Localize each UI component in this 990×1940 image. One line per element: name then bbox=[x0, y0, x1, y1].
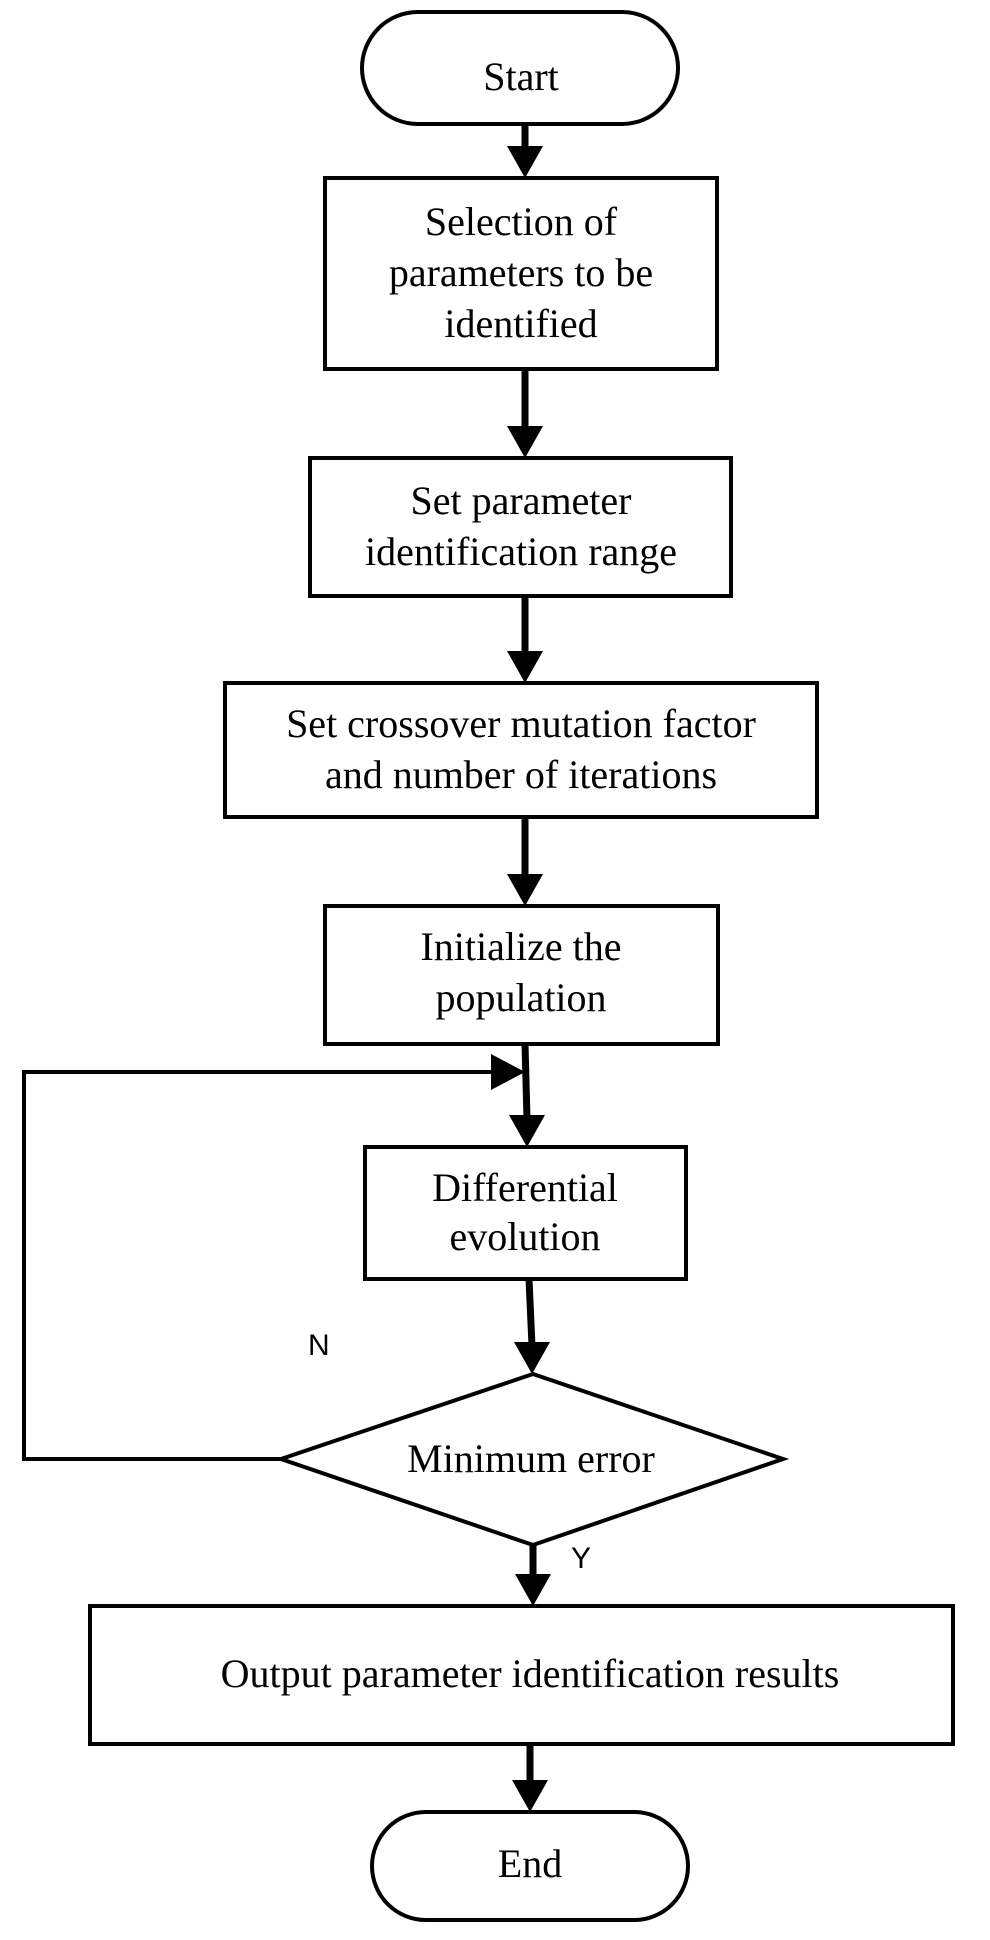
initialize-process-box bbox=[323, 904, 720, 1046]
set-factors-label-line-2: and number of iterations bbox=[325, 752, 717, 797]
arrowhead bbox=[514, 1342, 550, 1374]
output-label: Output parameter identification results bbox=[221, 1651, 840, 1696]
edge-evolution-to-decision bbox=[525, 1278, 536, 1347]
decision-label: Minimum error bbox=[407, 1436, 655, 1481]
selection-label-line-3: identified bbox=[444, 301, 597, 346]
arrowhead bbox=[512, 1780, 548, 1812]
yes-branch-label: Y bbox=[571, 1542, 591, 1575]
edge-initialize-to-evolution bbox=[521, 1043, 531, 1120]
set-factors-label-line-1: Set crossover mutation factor bbox=[286, 701, 756, 746]
no-branch-label: N bbox=[308, 1329, 330, 1362]
selection-label-line-2: parameters to be bbox=[389, 250, 653, 295]
arrowhead bbox=[507, 426, 543, 458]
arrowhead bbox=[509, 1115, 545, 1147]
arrowhead bbox=[507, 651, 543, 683]
evolution-label-line-2: evolution bbox=[449, 1214, 600, 1259]
output-process-box bbox=[88, 1604, 955, 1746]
edge-decision-no-loop bbox=[22, 1070, 495, 1461]
start-label: Start bbox=[483, 54, 559, 99]
evolution-label-line-1: Differential bbox=[432, 1165, 618, 1210]
arrowhead bbox=[507, 146, 543, 178]
set-range-process-box bbox=[308, 456, 733, 598]
selection-label-line-1: Selection of bbox=[425, 199, 618, 244]
start-terminal bbox=[360, 10, 680, 126]
initialize-label-line-1: Initialize the bbox=[420, 924, 621, 969]
set-range-label-line-2: identification range bbox=[365, 529, 677, 574]
differential-evolution-box bbox=[363, 1145, 688, 1281]
end-label: End bbox=[498, 1841, 562, 1886]
arrowhead bbox=[491, 1054, 525, 1090]
set-range-label-line-1: Set parameter bbox=[411, 478, 632, 523]
set-factors-process-box bbox=[223, 681, 819, 819]
selection-process-box bbox=[323, 176, 719, 371]
arrowhead bbox=[515, 1574, 551, 1606]
initialize-label-line-2: population bbox=[435, 975, 606, 1020]
arrowhead bbox=[507, 874, 543, 906]
